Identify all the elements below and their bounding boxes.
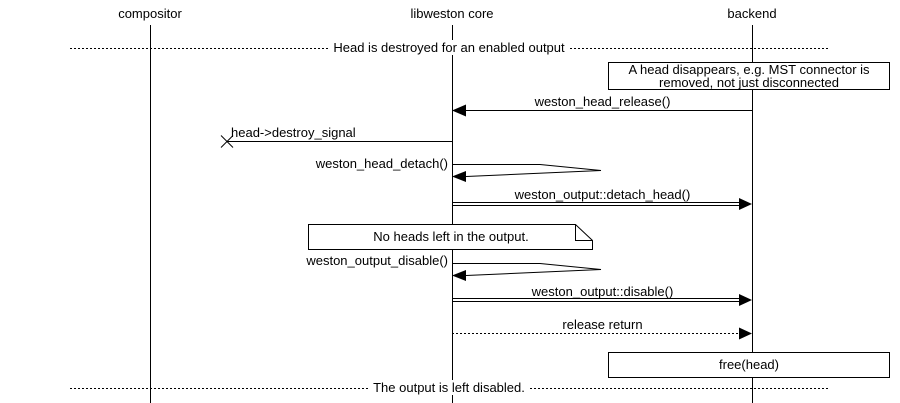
action-box-free-head-label: free(head) xyxy=(719,357,779,372)
msg-head-release-arrowhead-icon xyxy=(452,104,466,117)
actor-label-backend: backend xyxy=(727,6,777,21)
note-head-disappears-line2: removed, not just disconnected xyxy=(659,75,839,90)
msg-release-return-arrowhead-icon xyxy=(739,327,752,340)
self-msg-head-detach-label: weston_head_detach() xyxy=(315,156,448,171)
divider-top-label: Head is destroyed for an enabled output xyxy=(330,40,568,55)
msg-release-return-label: release return xyxy=(562,317,643,332)
note-head-disappears-text: A head disappears, e.g. MST connector is… xyxy=(609,62,889,89)
lost-message-x-icon xyxy=(220,135,234,148)
self-msg-head-detach-arrowhead-icon xyxy=(452,171,466,182)
self-msg-output-disable-label: weston_output_disable() xyxy=(306,253,448,268)
self-msg-output-disable-loop-top xyxy=(452,263,602,270)
divider-top: Head is destroyed for an enabled output xyxy=(70,40,828,55)
msg-head-release-label: weston_head_release() xyxy=(534,94,671,109)
msg-output-disable-arrowhead-icon xyxy=(739,294,752,306)
actor-label-compositor: compositor xyxy=(118,6,182,21)
action-box-free-head xyxy=(608,352,890,378)
self-msg-head-detach-loop-bottom xyxy=(465,170,602,177)
note-box-head-disappears xyxy=(608,62,890,90)
actor-label-libweston-core: libweston core xyxy=(410,6,494,21)
note-no-heads-text: No heads left in the output. xyxy=(373,229,529,244)
divider-bottom-label: The output is left disabled. xyxy=(370,380,528,395)
note-head-disappears-line1: A head disappears, e.g. MST connector is xyxy=(628,62,870,77)
msg-destroy-signal-label: head->destroy_signal xyxy=(231,125,356,140)
note-box-no-heads xyxy=(308,224,593,250)
msg-output-disable-label: weston_output::disable() xyxy=(531,284,674,299)
divider-bottom: The output is left disabled. xyxy=(70,380,828,395)
note-box-no-heads-fold-icon xyxy=(575,224,593,241)
msg-detach-head-arrowhead-icon xyxy=(739,198,752,210)
self-msg-output-disable-loop-bottom xyxy=(465,269,602,276)
self-msg-output-disable-arrowhead-icon xyxy=(452,270,466,281)
msg-detach-head-label: weston_output::detach_head() xyxy=(514,187,691,202)
self-msg-head-detach-loop-top xyxy=(452,164,602,171)
